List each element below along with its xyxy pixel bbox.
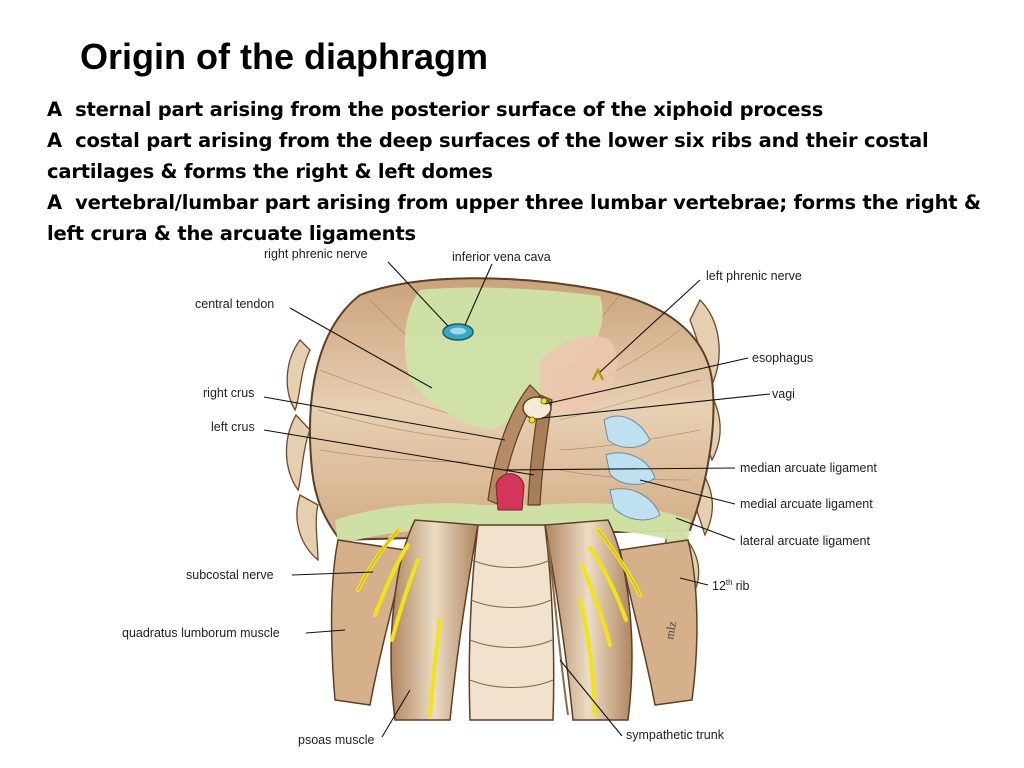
bullet-prefix: A bbox=[47, 191, 62, 214]
label-esophagus: esophagus bbox=[752, 351, 813, 365]
label-left-crus: left crus bbox=[211, 420, 255, 434]
aorta bbox=[495, 473, 525, 511]
left-crus-shape bbox=[527, 394, 553, 506]
bullet-list: A sternal part arising from the posterio… bbox=[47, 94, 987, 249]
lumbar-band bbox=[335, 503, 690, 545]
sympathetic-trunk-line bbox=[547, 539, 569, 716]
label-psoas-muscle: psoas muscle bbox=[298, 733, 374, 747]
label-right-phrenic-nerve: right phrenic nerve bbox=[264, 247, 368, 261]
label-inferior-vena-cava: inferior vena cava bbox=[452, 250, 551, 264]
bullet-text: sternal part arising from the posterior … bbox=[75, 98, 824, 121]
costal-cartilage-blue bbox=[603, 415, 661, 521]
bullet-item: A costal part arising from the deep surf… bbox=[47, 125, 987, 187]
bullet-item: A vertebral/lumbar part arising from upp… bbox=[47, 187, 987, 249]
bullet-prefix: A bbox=[47, 129, 62, 152]
label-central-tendon: central tendon bbox=[195, 297, 274, 311]
bullet-prefix: A bbox=[47, 98, 62, 121]
label-sympathetic-trunk: sympathetic trunk bbox=[626, 728, 725, 742]
label-left-phrenic-nerve: left phrenic nerve bbox=[706, 269, 802, 283]
leader-lines bbox=[263, 261, 771, 738]
label-quadratus-lumborum-muscle: quadratus lumborum muscle bbox=[122, 626, 280, 640]
bullet-item: A sternal part arising from the posterio… bbox=[47, 94, 987, 125]
label-right-crus: right crus bbox=[203, 386, 254, 400]
vagus-dot bbox=[528, 416, 536, 424]
artist-signature: mlz bbox=[662, 620, 679, 640]
quadratus-lumborum-right-shape bbox=[619, 539, 698, 706]
label-lateral-arcuate-ligament: lateral arcuate ligament bbox=[740, 534, 870, 548]
label-vagi: vagi bbox=[772, 387, 795, 401]
central-tendon-pink bbox=[540, 336, 618, 413]
bullet-text: costal part arising from the deep surfac… bbox=[47, 129, 929, 183]
psoas-right-shape bbox=[544, 519, 633, 721]
label-median-arcuate-ligament: median arcuate ligament bbox=[740, 461, 877, 475]
vertebral-column bbox=[468, 524, 555, 721]
label-subcostal-nerve: subcostal nerve bbox=[186, 568, 274, 582]
slide-title: Origin of the diaphragm bbox=[80, 36, 489, 77]
ivc-lumen bbox=[450, 327, 466, 335]
bullet-text: vertebral/lumbar part arising from upper… bbox=[47, 191, 981, 245]
nerve-outlines bbox=[357, 529, 641, 596]
central-tendon bbox=[404, 287, 603, 430]
vagus-dot bbox=[540, 397, 548, 405]
vertebra-lines bbox=[469, 559, 554, 688]
label-medial-arcuate-ligament: medial arcuate ligament bbox=[740, 497, 873, 511]
left-phrenic-mark bbox=[591, 367, 605, 381]
right-ribs bbox=[285, 339, 319, 562]
